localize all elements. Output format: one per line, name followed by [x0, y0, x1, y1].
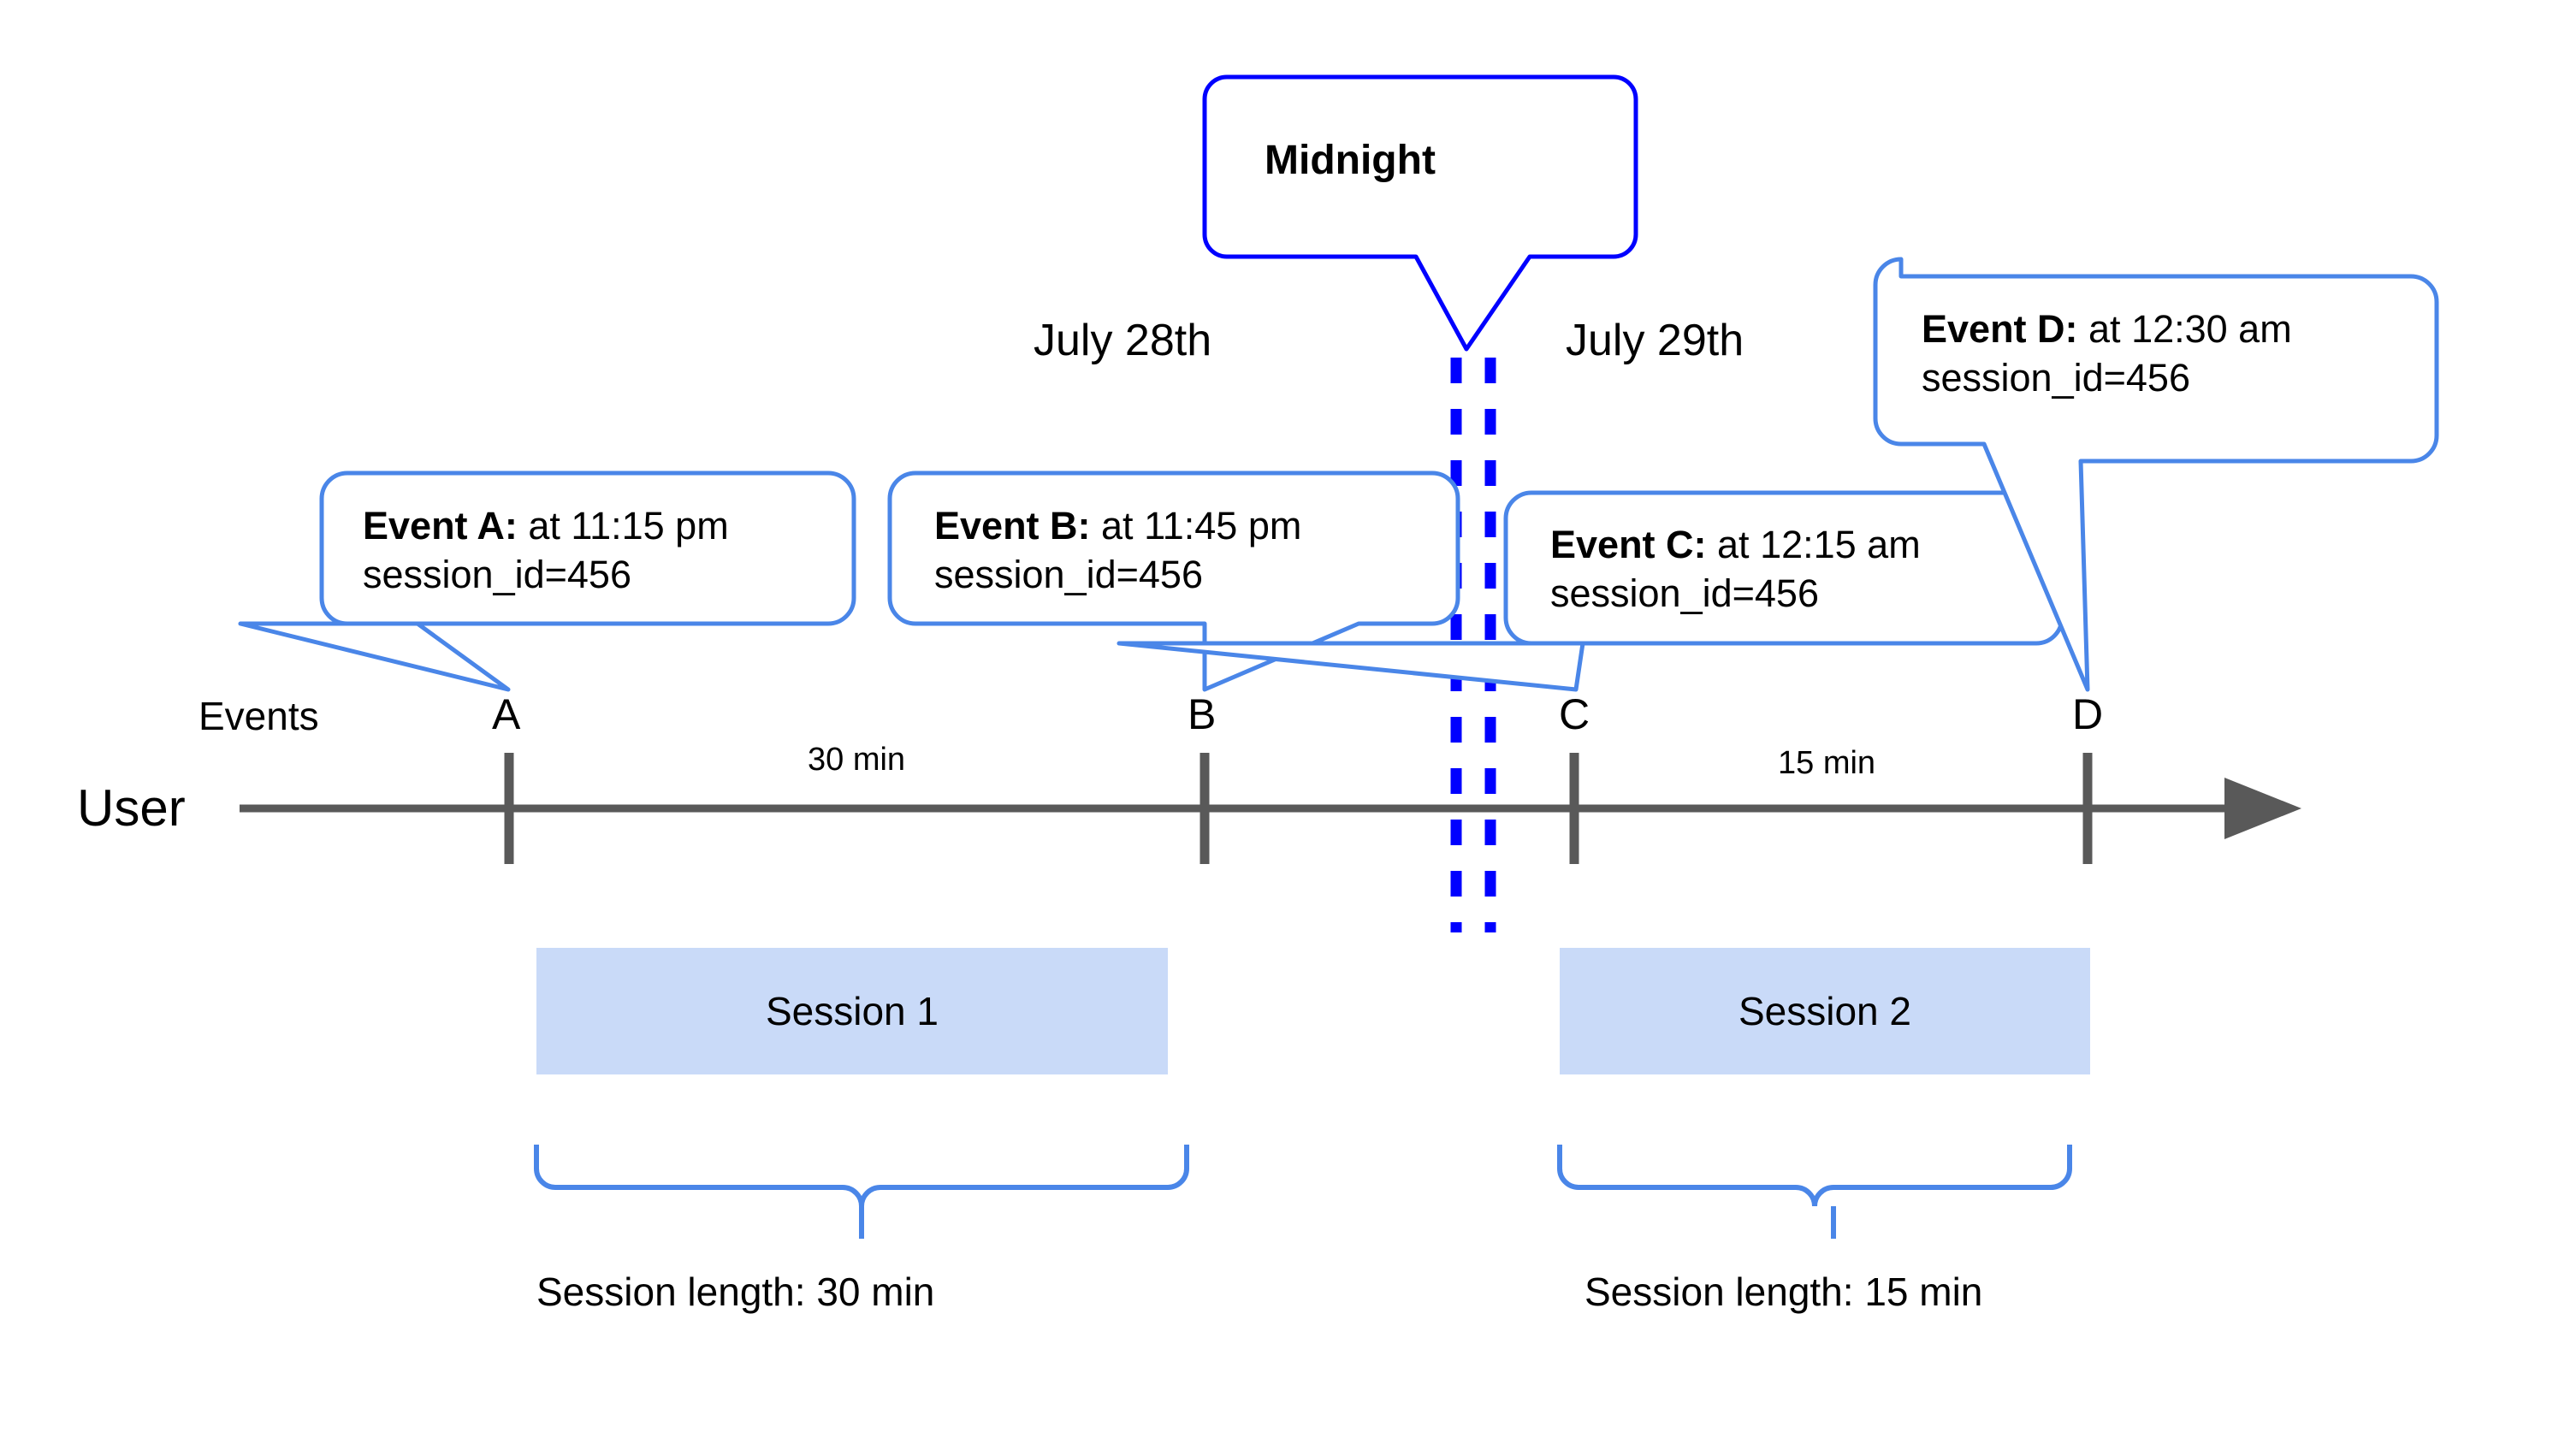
tick-label-b: B — [1188, 690, 1217, 738]
event-b-bold: Event B: — [934, 504, 1091, 547]
user-row-label: User — [77, 779, 186, 837]
event-c-callout-text: Event C: at 12:15 am session_id=456 — [1550, 520, 1921, 618]
session-2-brace — [1557, 1145, 2072, 1239]
event-d-callout-text: Event D: at 12:30 am session_id=456 — [1922, 305, 2292, 402]
event-d-bold: Event D: — [1922, 307, 2078, 351]
event-d-session-id: session_id=456 — [1922, 356, 2190, 400]
event-c-bold: Event C: — [1550, 523, 1707, 566]
tick-label-a: A — [492, 690, 521, 738]
event-c-session-id: session_id=456 — [1550, 571, 1819, 616]
session-2-bar-label: Session 2 — [1738, 989, 1911, 1033]
event-b-callout-text: Event B: at 11:45 pm session_id=456 — [934, 501, 1301, 599]
event-c-time: at 12:15 am — [1706, 523, 1921, 566]
date-label-july-29: July 29th — [1566, 316, 1744, 365]
duration-label-30min: 30 min — [808, 742, 906, 778]
event-a-session-id: session_id=456 — [363, 553, 631, 597]
event-d-time: at 12:30 am — [2077, 307, 2292, 351]
events-row-label: Events — [198, 694, 319, 738]
session-2-bar: Session 2 — [1560, 948, 2090, 1074]
tick-label-d: D — [2072, 690, 2104, 738]
duration-label-15min: 15 min — [1778, 745, 1876, 781]
date-label-july-28: July 28th — [1034, 316, 1212, 365]
event-a-callout-text: Event A: at 11:15 pm session_id=456 — [363, 501, 729, 599]
event-a-bold: Event A: — [363, 504, 518, 547]
event-a-time: at 11:15 pm — [517, 504, 729, 547]
session-1-bar-label: Session 1 — [765, 989, 939, 1033]
midnight-label: Midnight — [1265, 138, 1436, 183]
session-1-brace — [534, 1145, 1189, 1239]
session-1-length-label: Session length: 30 min — [536, 1270, 935, 1314]
session-2-length-label: Session length: 15 min — [1585, 1270, 1983, 1314]
tick-label-c: C — [1559, 690, 1590, 738]
event-b-time: at 11:45 pm — [1090, 504, 1302, 547]
midnight-dashed-lines — [1450, 358, 1496, 932]
event-b-session-id: session_id=456 — [934, 553, 1203, 597]
session-1-bar: Session 1 — [536, 948, 1168, 1074]
midnight-callout-shape — [1202, 74, 1638, 352]
